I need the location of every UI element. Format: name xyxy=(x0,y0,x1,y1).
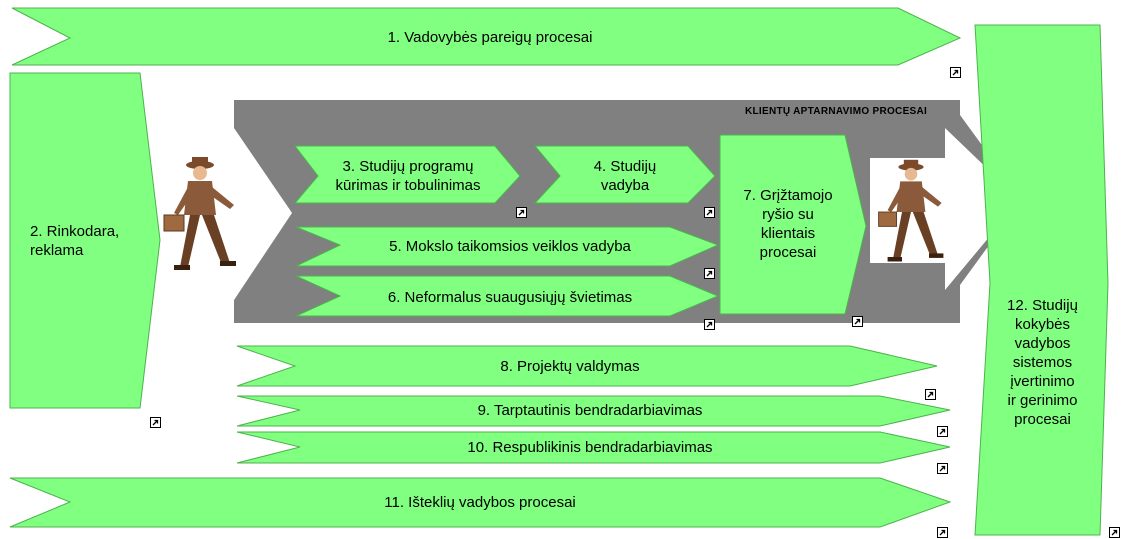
arrow-11 xyxy=(9,477,952,528)
arrow-12 xyxy=(974,24,1109,536)
walking-man-icon xyxy=(163,157,236,270)
shortcut-arrow-icon[interactable] xyxy=(950,67,961,78)
shortcut-arrow-icon[interactable] xyxy=(925,389,936,400)
shortcut-arrow-icon[interactable] xyxy=(937,527,948,538)
arrow-6 xyxy=(295,275,720,317)
shortcut-arrow-icon[interactable] xyxy=(937,463,948,474)
arrow-10 xyxy=(236,431,951,464)
process-7-label: 7. Grįžtamojo ryšio su klientais procesa… xyxy=(743,187,833,261)
process-10-label: 10. Respublikinis bendradarbiavimas xyxy=(467,439,713,456)
process-2-label: 2. Rinkodara, reklama xyxy=(30,223,120,259)
arrow-7 xyxy=(719,134,867,315)
arrow-9 xyxy=(236,395,951,427)
shortcut-arrow-icon[interactable] xyxy=(937,426,948,437)
shortcut-arrow-icon[interactable] xyxy=(704,207,715,218)
arrow-5 xyxy=(295,226,720,267)
shortcut-arrow-icon[interactable] xyxy=(516,207,527,218)
walking-man-icon xyxy=(878,159,944,262)
process-12-label: 12. Studijų kokybės vadybos sistemos įve… xyxy=(1007,297,1078,428)
arrow-3 xyxy=(293,145,521,204)
process-6-label: 6. Neformalus suaugusiųjų švietimas xyxy=(387,289,633,306)
white-entry-arrow xyxy=(234,130,290,300)
arrow-8 xyxy=(236,345,938,387)
shortcut-arrow-icon[interactable] xyxy=(852,316,863,327)
shortcut-arrow-icon[interactable] xyxy=(1109,527,1120,538)
process-1-label: 1. Vadovybės pareigų procesai xyxy=(387,29,593,46)
arrow-2 xyxy=(9,72,161,409)
arrow-4 xyxy=(533,145,716,204)
process-8-label: 8. Projektų valdymas xyxy=(500,358,640,375)
shortcut-arrow-icon[interactable] xyxy=(150,417,161,428)
client-service-title: KLIENTŲ APTARNAVIMO PROCESAI xyxy=(745,106,928,117)
process-5-label: 5. Mokslo taikomsios veiklos vadyba xyxy=(389,238,631,255)
arrow-1 xyxy=(11,7,962,66)
process-11-label: 11. Išteklių vadybos procesai xyxy=(384,494,576,511)
process-4-label: 4. Studijų vadyba xyxy=(593,158,657,194)
process-3-label: 3. Studijų programų kūrimas ir tobulinim… xyxy=(335,158,481,194)
process-9-label: 9. Tarptautinis bendradarbiavimas xyxy=(477,402,703,419)
shortcut-arrow-icon[interactable] xyxy=(704,268,715,279)
shortcut-arrow-icon[interactable] xyxy=(704,319,715,330)
